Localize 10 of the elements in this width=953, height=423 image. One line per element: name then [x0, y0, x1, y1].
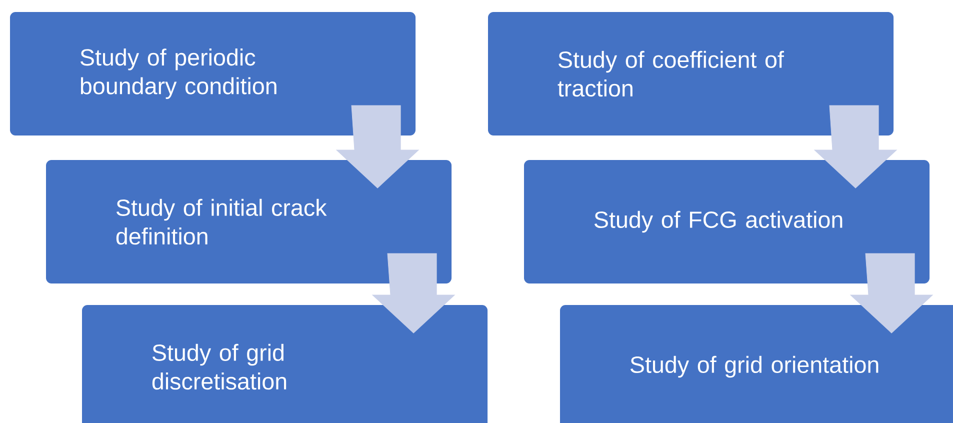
block-arrow	[850, 253, 934, 334]
process-box: Study of FCG activation	[524, 160, 930, 284]
process-box: Study of grid orientation	[560, 305, 953, 423]
block-arrow	[814, 105, 898, 188]
process-box: Study of coefficient of traction	[488, 12, 894, 136]
process-box: Study of grid discretisation	[82, 305, 488, 423]
block-arrow	[372, 253, 456, 334]
process-box: Study of periodic boundary condition	[10, 12, 416, 136]
process-box: Study of initial crack definition	[46, 160, 452, 284]
block-arrow	[336, 105, 420, 188]
